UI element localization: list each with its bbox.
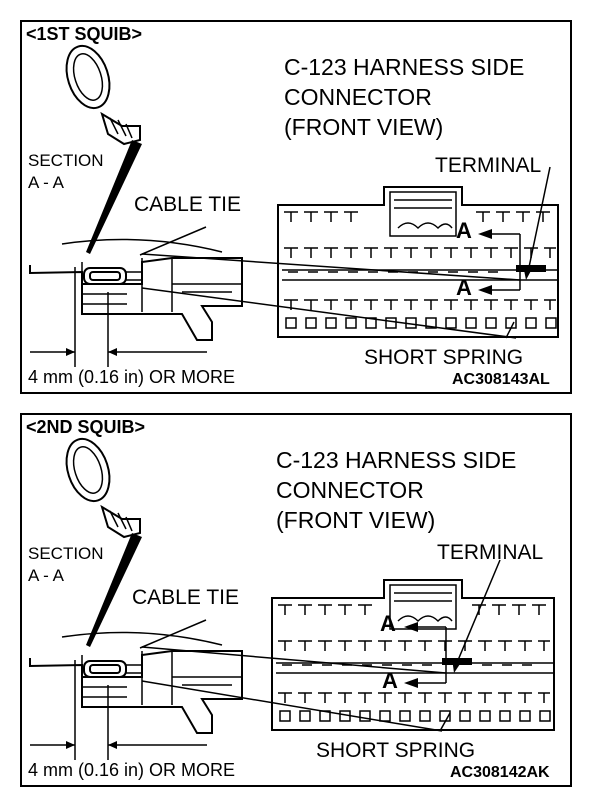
dimension-lines (30, 267, 207, 367)
short-spring-leader (505, 321, 515, 339)
section-label-line-2: A - A (28, 566, 64, 585)
cable-tie-label: CABLE TIE (132, 586, 239, 609)
section-marker-bottom: A (382, 668, 398, 693)
section-marker-bottom: A (456, 275, 472, 300)
second-squib-illustration (29, 437, 555, 760)
dimension-label: 4 mm (0.16 in) OR MORE (28, 760, 236, 780)
section-marker-top: A (456, 218, 472, 243)
figure-code: AC308142AK (450, 764, 550, 781)
terminal-row-top (284, 211, 550, 222)
first-squib-illustration (29, 44, 559, 367)
figure-code: AC308143AL (452, 371, 550, 388)
first-squib-panel: <1ST SQUIB> C-123 HARNESS SIDE CONNECTOR… (20, 20, 572, 394)
terminal-label: TERMINAL (437, 541, 544, 564)
terminal-row-top (278, 604, 546, 615)
cable-tie-loop (65, 437, 111, 503)
terminal-row-bottom (278, 692, 551, 722)
section-label-line-2: A - A (28, 173, 64, 192)
connector-title-line-3: (FRONT VIEW) (284, 114, 444, 140)
cable-tie-leader (139, 226, 207, 256)
squib-header: <2ND SQUIB> (26, 417, 146, 437)
cable-tie-head (100, 111, 141, 146)
terminal-row-second (278, 640, 550, 651)
cable-tie-head (100, 504, 141, 539)
terminal-row-bottom (284, 299, 557, 329)
connector-title-line-2: CONNECTOR (276, 477, 424, 503)
short-spring-label: SHORT SPRING (364, 346, 524, 369)
section-pointer (86, 533, 142, 647)
section-label-line-1: SECTION (28, 151, 104, 170)
connector-outline (271, 579, 555, 731)
section-pointer (86, 140, 142, 254)
section-marker-top: A (380, 611, 396, 636)
cable-tie-loop (65, 44, 111, 110)
dimension-lines (30, 660, 207, 760)
connector-outline (277, 186, 559, 338)
connector-title-line-1: C-123 HARNESS SIDE (284, 54, 525, 80)
squib-header: <1ST SQUIB> (26, 24, 143, 44)
section-view-body (29, 257, 243, 341)
cable-tie-leader (139, 619, 207, 649)
terminal-leader (527, 166, 551, 273)
second-squib-panel: <2ND SQUIB> C-123 HARNESS SIDE CONNECTOR… (20, 413, 572, 787)
cable-tie-label: CABLE TIE (134, 193, 241, 216)
terminal-row-second (284, 247, 556, 258)
connector-title-line-3: (FRONT VIEW) (276, 507, 436, 533)
terminal-leader (455, 559, 501, 666)
terminal-label: TERMINAL (435, 154, 542, 177)
short-spring-label: SHORT SPRING (316, 739, 476, 762)
connector-title-line-1: C-123 HARNESS SIDE (276, 447, 517, 473)
section-label-line-1: SECTION (28, 544, 104, 563)
connector-title-line-2: CONNECTOR (284, 84, 432, 110)
dimension-label: 4 mm (0.16 in) OR MORE (28, 367, 236, 387)
short-spring-leader (439, 712, 451, 732)
